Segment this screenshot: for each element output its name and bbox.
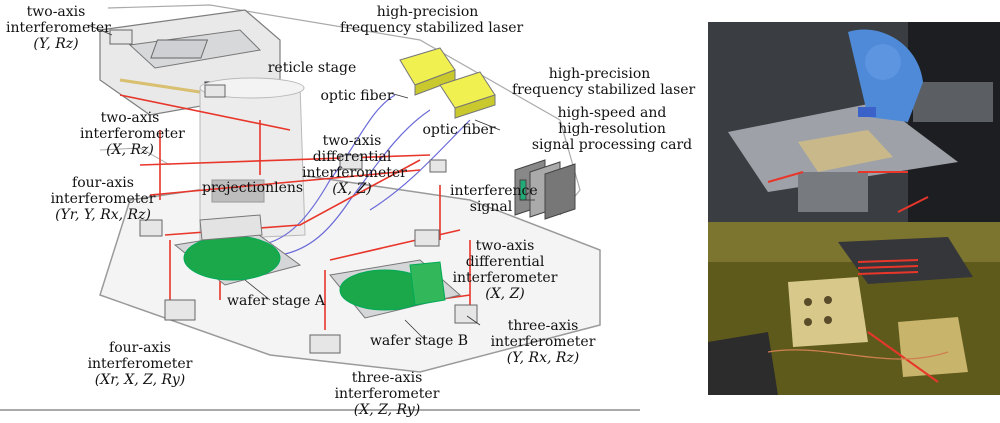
frame-outline [107, 4, 581, 216]
leader-lines [87, 24, 535, 341]
label-two-axis-diff-right: two-axis differential interferometer (X,… [452, 238, 558, 302]
photo-technician-wafer-stage [708, 22, 1000, 222]
label-four-axis-top: four-axis interferometer (Yr, Y, Rx, Rz) [50, 175, 156, 223]
label-optic-fiber-1: optic fiber [320, 88, 394, 104]
optic-fibers [259, 94, 471, 256]
label-two-axis-yrz: two-axis interferometer (Y, Rz) [6, 4, 111, 52]
label-three-axis-bottom: three-axis interferometer (X, Z, Ry) [334, 370, 440, 418]
interferometer-blocks [109, 29, 478, 354]
label-laser-top: high-precision frequency stabilized lase… [340, 4, 524, 36]
photo-interferometer-testbed [708, 222, 1000, 395]
label-wafer-stage-a: wafer stage A [227, 293, 325, 309]
label-interference-signal: interference signal [450, 183, 538, 215]
signal-processing-cards [514, 159, 576, 220]
projection-lens-cylinder [199, 77, 306, 241]
lithography-schematic [0, 4, 640, 411]
wafer-stage-a [173, 214, 302, 286]
label-reticle-stage: reticle stage [267, 60, 357, 76]
label-signal-card: high-speed and high-resolution signal pr… [531, 105, 693, 153]
label-three-axis-right: three-axis interferometer (Y, Rx, Rz) [490, 318, 596, 366]
label-two-axis-diff-top: two-axis differential interferometer (X,… [302, 133, 407, 197]
label-laser-right: high-precision frequency stabilized lase… [512, 66, 696, 98]
laser-units [399, 47, 496, 119]
label-two-axis-xrz: two-axis interferometer (X, Rz) [80, 110, 185, 158]
label-four-axis-bottom: four-axis interferometer (Xr, X, Z, Ry) [87, 340, 193, 388]
label-optic-fiber-2: optic fiber [422, 122, 496, 138]
label-projection-lens: projectionlens [202, 180, 304, 196]
wafer-stage-b [329, 259, 462, 319]
label-wafer-stage-b: wafer stage B [369, 333, 469, 349]
